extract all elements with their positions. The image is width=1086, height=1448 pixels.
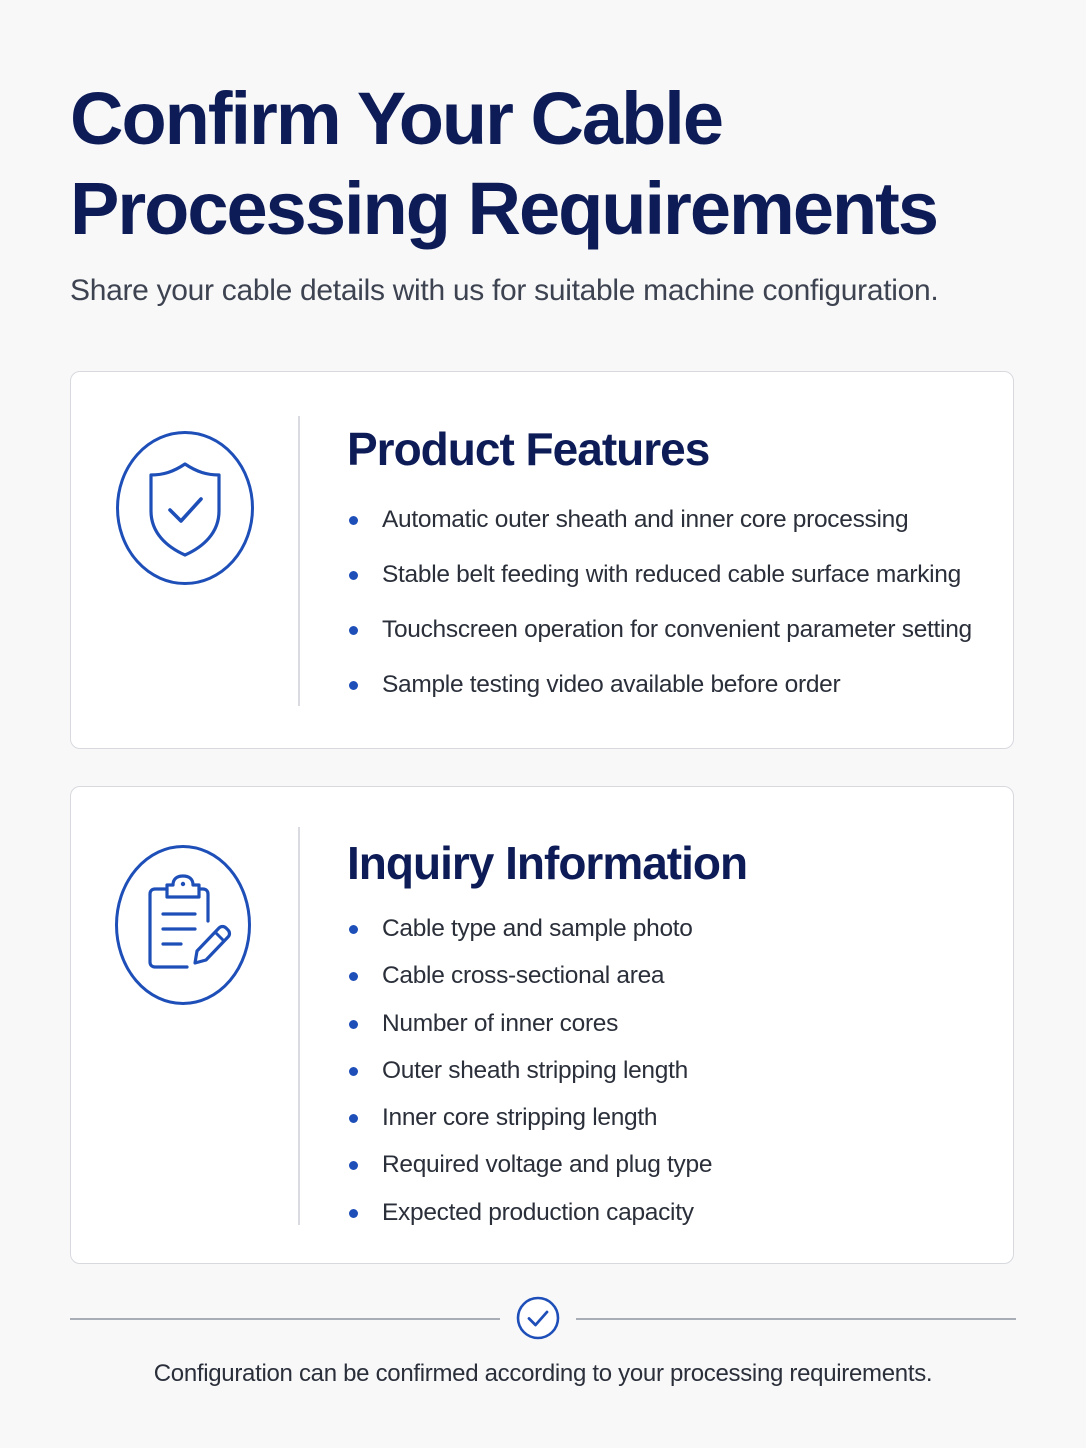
- inquiry-information-list: Cable type and sample photo Cable cross-…: [347, 909, 987, 1240]
- check-circle-icon: [515, 1295, 561, 1341]
- list-item-text: Sample testing video available before or…: [382, 671, 841, 698]
- inquiry-information-heading: Inquiry Information: [347, 837, 748, 889]
- bullet-icon: [349, 571, 358, 580]
- list-item: Sample testing video available before or…: [347, 665, 987, 720]
- bullet-icon: [349, 1114, 358, 1124]
- shield-check-icon: [115, 430, 255, 586]
- list-item: Touchscreen operation for convenient par…: [347, 610, 987, 665]
- bullet-icon: [349, 1161, 358, 1171]
- list-item: Required voltage and plug type: [347, 1145, 987, 1192]
- list-item: Stable belt feeding with reduced cable s…: [347, 555, 987, 610]
- bullet-icon: [349, 1066, 358, 1076]
- page-subtitle: Share your cable details with us for sui…: [70, 274, 939, 307]
- list-item-text: Stable belt feeding with reduced cable s…: [382, 561, 961, 588]
- list-item-text: Required voltage and plug type: [382, 1151, 713, 1179]
- clipboard-edit-icon: [115, 845, 253, 1005]
- footer-note: Configuration can be confirmed according…: [153, 1360, 933, 1387]
- bullet-icon: [349, 681, 358, 690]
- footer-divider-right: [576, 1318, 1016, 1320]
- list-item-text: Number of inner cores: [382, 1009, 619, 1037]
- list-item-text: Expected production capacity: [382, 1198, 694, 1226]
- list-item: Expected production capacity: [347, 1193, 987, 1240]
- card-divider: [298, 827, 300, 1225]
- list-item: Outer sheath stripping length: [347, 1051, 987, 1098]
- list-item: Number of inner cores: [347, 1004, 987, 1051]
- inquiry-information-card: Inquiry Information Cable type and sampl…: [70, 786, 1014, 1264]
- list-item: Cable type and sample photo: [347, 909, 987, 956]
- product-features-heading: Product Features: [347, 423, 710, 475]
- list-item-text: Cable type and sample photo: [382, 915, 693, 942]
- footer-divider-left: [70, 1318, 500, 1320]
- product-features-card: Product Features Automatic outer sheath …: [70, 371, 1014, 749]
- bullet-icon: [349, 516, 358, 525]
- bullet-icon: [349, 1019, 358, 1029]
- product-features-list: Automatic outer sheath and inner core pr…: [347, 500, 987, 720]
- list-item-text: Cable cross-sectional area: [382, 962, 665, 990]
- list-item-text: Touchscreen operation for convenient par…: [382, 616, 972, 643]
- list-item: Cable cross-sectional area: [347, 956, 987, 1003]
- list-item-text: Inner core stripping length: [382, 1104, 658, 1132]
- list-item: Inner core stripping length: [347, 1098, 987, 1145]
- card-divider: [298, 416, 300, 706]
- bullet-icon: [349, 972, 358, 982]
- list-item-text: Outer sheath stripping length: [382, 1056, 688, 1084]
- list-item-text: Automatic outer sheath and inner core pr…: [382, 506, 909, 533]
- bullet-icon: [349, 1208, 358, 1218]
- bullet-icon: [349, 925, 358, 934]
- list-item: Automatic outer sheath and inner core pr…: [347, 500, 987, 555]
- bullet-icon: [349, 626, 358, 635]
- page-title: Confirm Your Cable Processing Requiremen…: [70, 77, 939, 250]
